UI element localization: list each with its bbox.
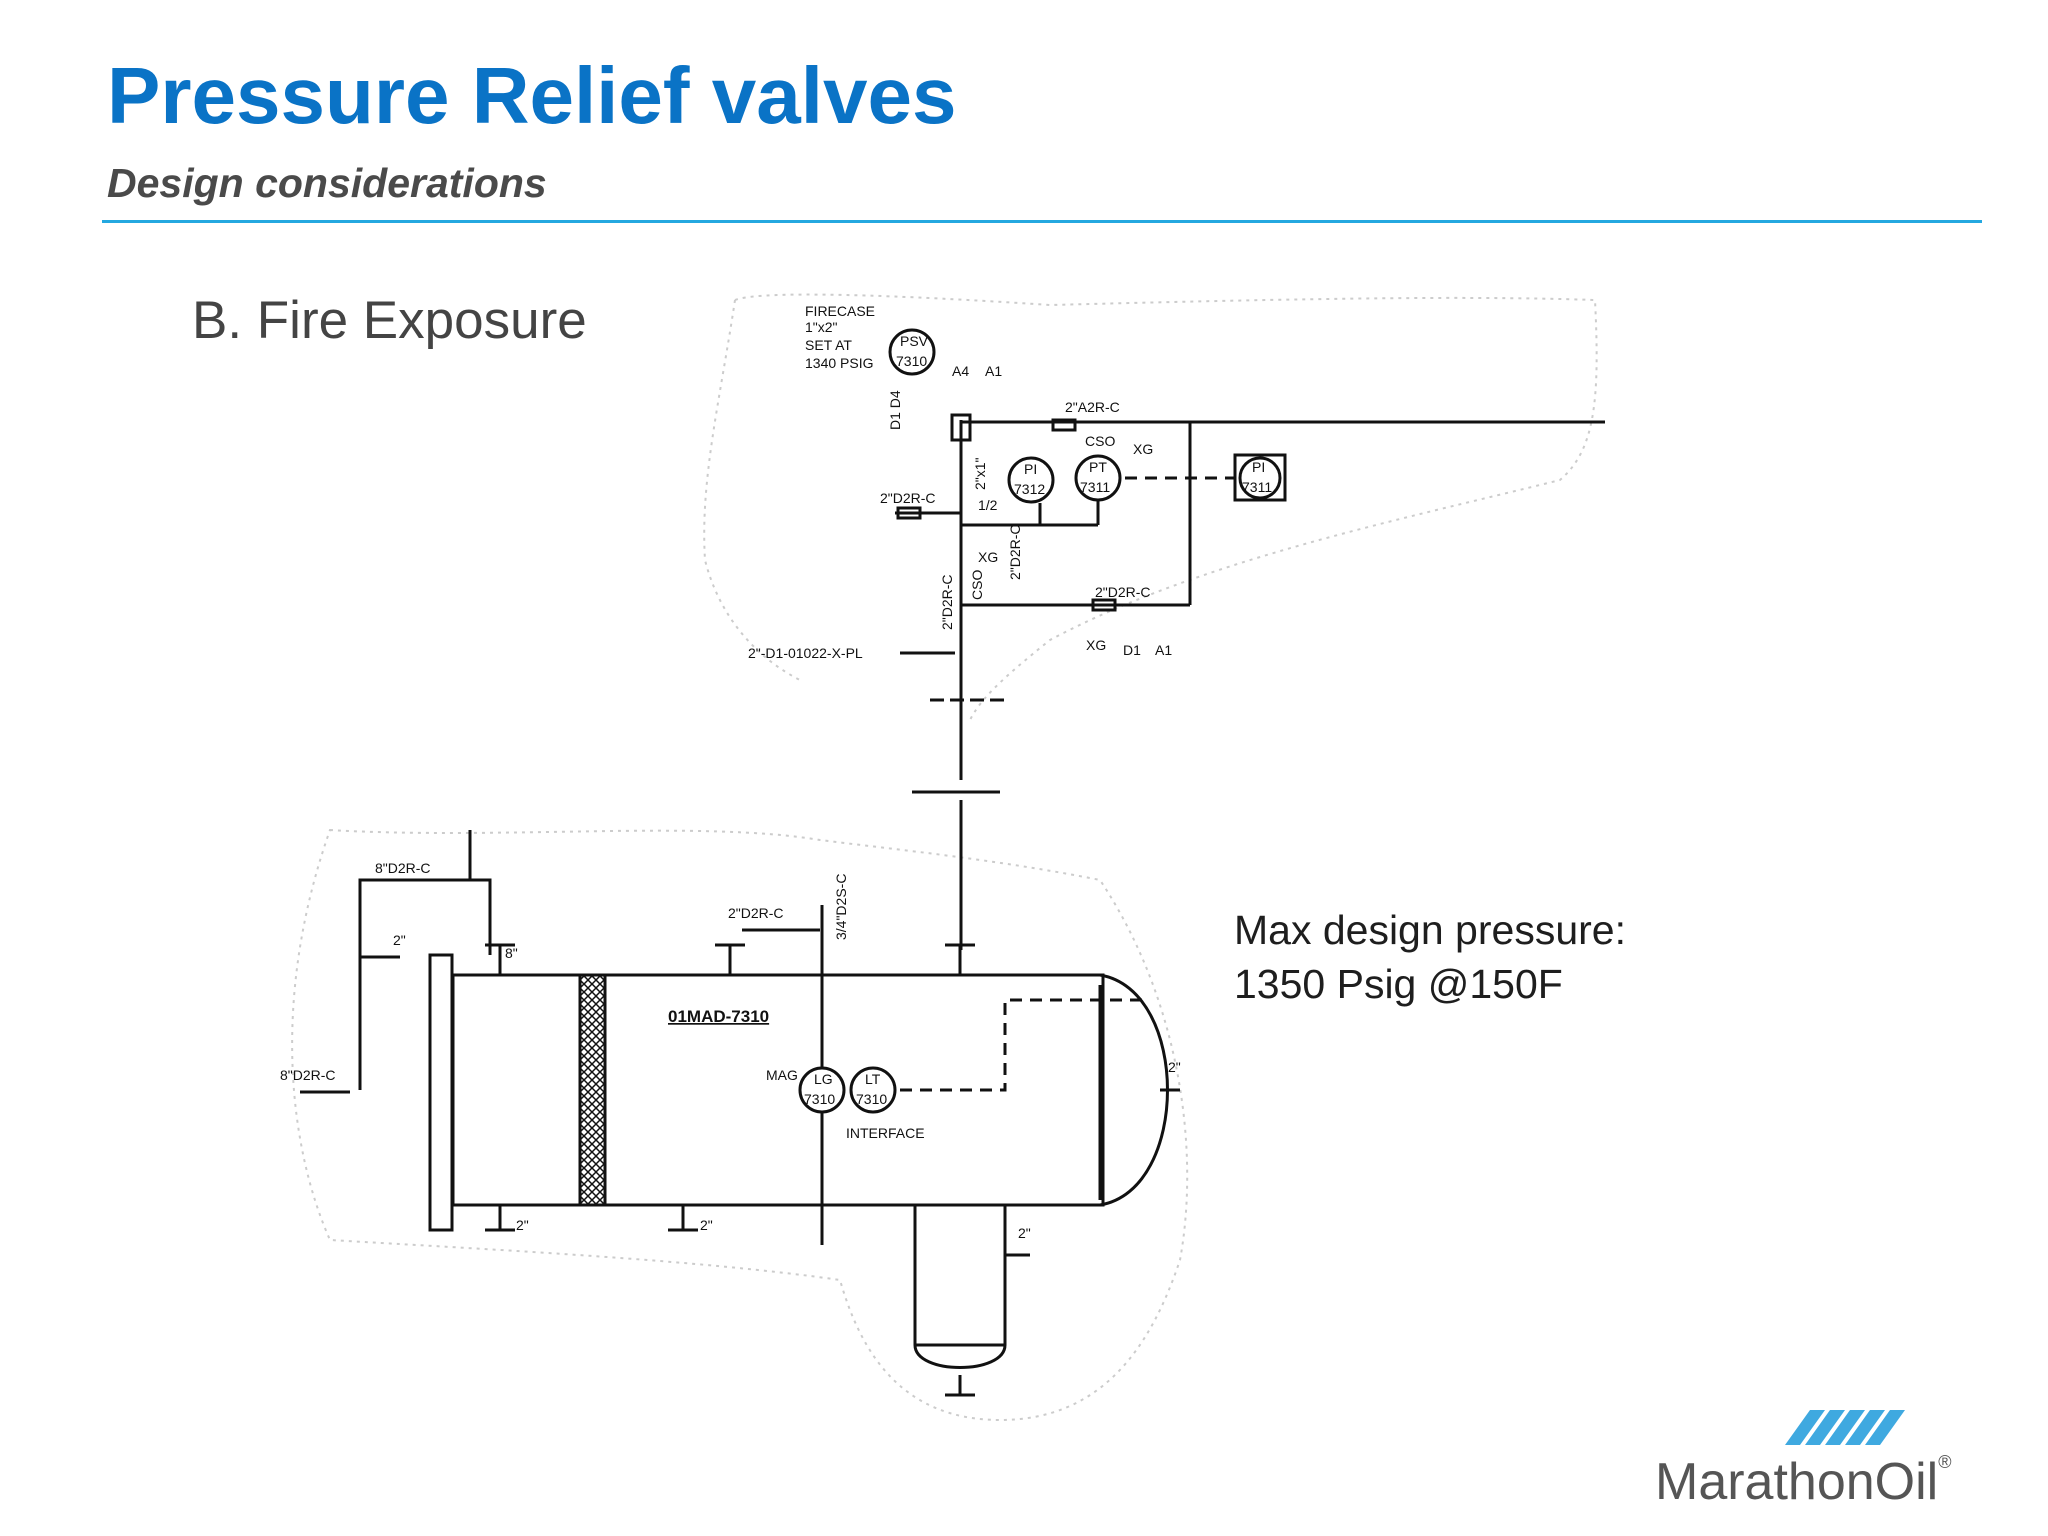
vessel-head-right <box>1099 973 1169 1207</box>
line-d2r-vert2-label: 2"D2R-C <box>1007 524 1023 580</box>
size-2x1-label: 2"x1" <box>972 457 988 490</box>
cso-1-label: CSO <box>1085 433 1115 449</box>
line-2-d2r-vessel-label: 2"D2R-C <box>728 905 784 921</box>
line-d2r-left-label: 2"D2R-C <box>880 490 936 506</box>
pi-remote-num: 7311 <box>1242 479 1272 495</box>
title-divider <box>102 220 1982 223</box>
logo-wordmark: MarathonOil® <box>1655 1452 1952 1512</box>
xg-1-label: XG <box>1133 441 1153 457</box>
block-valve-3 <box>1091 598 1117 612</box>
firecase-line2: 1"x2" <box>805 319 838 335</box>
line-d1-label: 2"-D1-01022-X-PL <box>748 645 863 661</box>
slide-subtitle: Design considerations <box>107 160 547 206</box>
half-label: 1/2 <box>978 497 998 513</box>
lt-num: 7310 <box>856 1091 887 1107</box>
firecase-line4: 1340 PSIG <box>805 355 874 371</box>
pt-7311-tag: PT <box>1089 459 1107 475</box>
line-a2r-label: 2"A2R-C <box>1065 399 1120 415</box>
fire-zone-outline-left <box>703 299 801 681</box>
slide-title: Pressure Relief valves <box>107 51 957 140</box>
fire-zone-outline-top <box>734 293 1598 721</box>
bottom-2a-label: 2" <box>516 1217 529 1233</box>
design-pressure-note: Max design pressure: 1350 Psig @150F <box>1234 903 1626 1011</box>
line-34-d2s-label: 3/4"D2S-C <box>833 874 849 940</box>
pi-7312-bubble <box>1007 456 1055 504</box>
size-2-left-label: 2" <box>393 932 406 948</box>
block-valve-2 <box>896 506 922 520</box>
head-2-label: 2" <box>1168 1059 1181 1075</box>
psv-bubble <box>888 328 936 376</box>
lt-tag: LT <box>865 1071 881 1087</box>
a1-top-label: A1 <box>985 363 1002 379</box>
psv-tag: PSV <box>900 333 929 349</box>
d1d4-label: D1 D4 <box>887 390 903 430</box>
pt-7311-bubble <box>1074 454 1122 502</box>
pi-7312-tag: PI <box>1024 461 1037 477</box>
mag-label: MAG <box>766 1067 798 1083</box>
mist-pad <box>578 973 607 1207</box>
bottom-2b-label: 2" <box>700 1217 713 1233</box>
marathon-oil-logo-mark <box>1785 1410 1905 1445</box>
d1-label: D1 <box>1123 642 1141 658</box>
note-line-1: Max design pressure: <box>1234 907 1626 953</box>
lg-num: 7310 <box>804 1091 835 1107</box>
inlet-piping <box>358 878 492 1090</box>
pi-remote-tag: PI <box>1252 459 1265 475</box>
xg-3-label: XG <box>1086 637 1106 653</box>
firecase-line3: SET AT <box>805 337 852 353</box>
block-valve-1 <box>1051 418 1077 432</box>
lg-tag: LG <box>814 1071 833 1087</box>
section-heading: B. Fire Exposure <box>192 291 587 350</box>
lt-7310-bubble <box>849 1066 897 1114</box>
pt-7311-num: 7311 <box>1080 479 1110 495</box>
boot-2-label: 2" <box>1018 1225 1031 1241</box>
line-8-d2r-left-label: 8"D2R-C <box>280 1067 336 1083</box>
psv-body <box>950 413 972 442</box>
note-line-2: 1350 Psig @150F <box>1234 961 1563 1007</box>
vessel-tubesheet <box>428 953 454 1232</box>
line-d2r-right-label: 2"D2R-C <box>1095 584 1151 600</box>
vessel-tag: 01MAD-7310 <box>668 1007 769 1026</box>
pi-7311-remote-box <box>1233 453 1287 502</box>
lg-7310-bubble <box>798 1066 846 1114</box>
line-d2r-vert-label: 2"D2R-C <box>939 574 955 630</box>
a4-label: A4 <box>952 363 969 379</box>
logo-brand: MarathonOil <box>1655 1453 1939 1511</box>
pi-7312-num: 7312 <box>1014 481 1045 497</box>
vessel-boot <box>913 1205 1007 1369</box>
interface-label: INTERFACE <box>846 1125 925 1141</box>
psv-num: 7310 <box>896 353 927 369</box>
fire-zone-outline-bottom <box>291 828 1189 1422</box>
a1-right-label: A1 <box>1155 642 1172 658</box>
lt-signal-line <box>900 998 1145 1092</box>
pi-7311-remote-bubble <box>1238 456 1282 500</box>
xg-2-label: XG <box>978 549 998 565</box>
logo-registered-mark: ® <box>1938 1452 1952 1472</box>
cso-2-label: CSO <box>969 570 985 600</box>
size-8-label: 8" <box>505 945 518 961</box>
line-8-d2r-top-label: 8"D2R-C <box>375 860 431 876</box>
firecase-line1: FIRECASE <box>805 303 875 319</box>
